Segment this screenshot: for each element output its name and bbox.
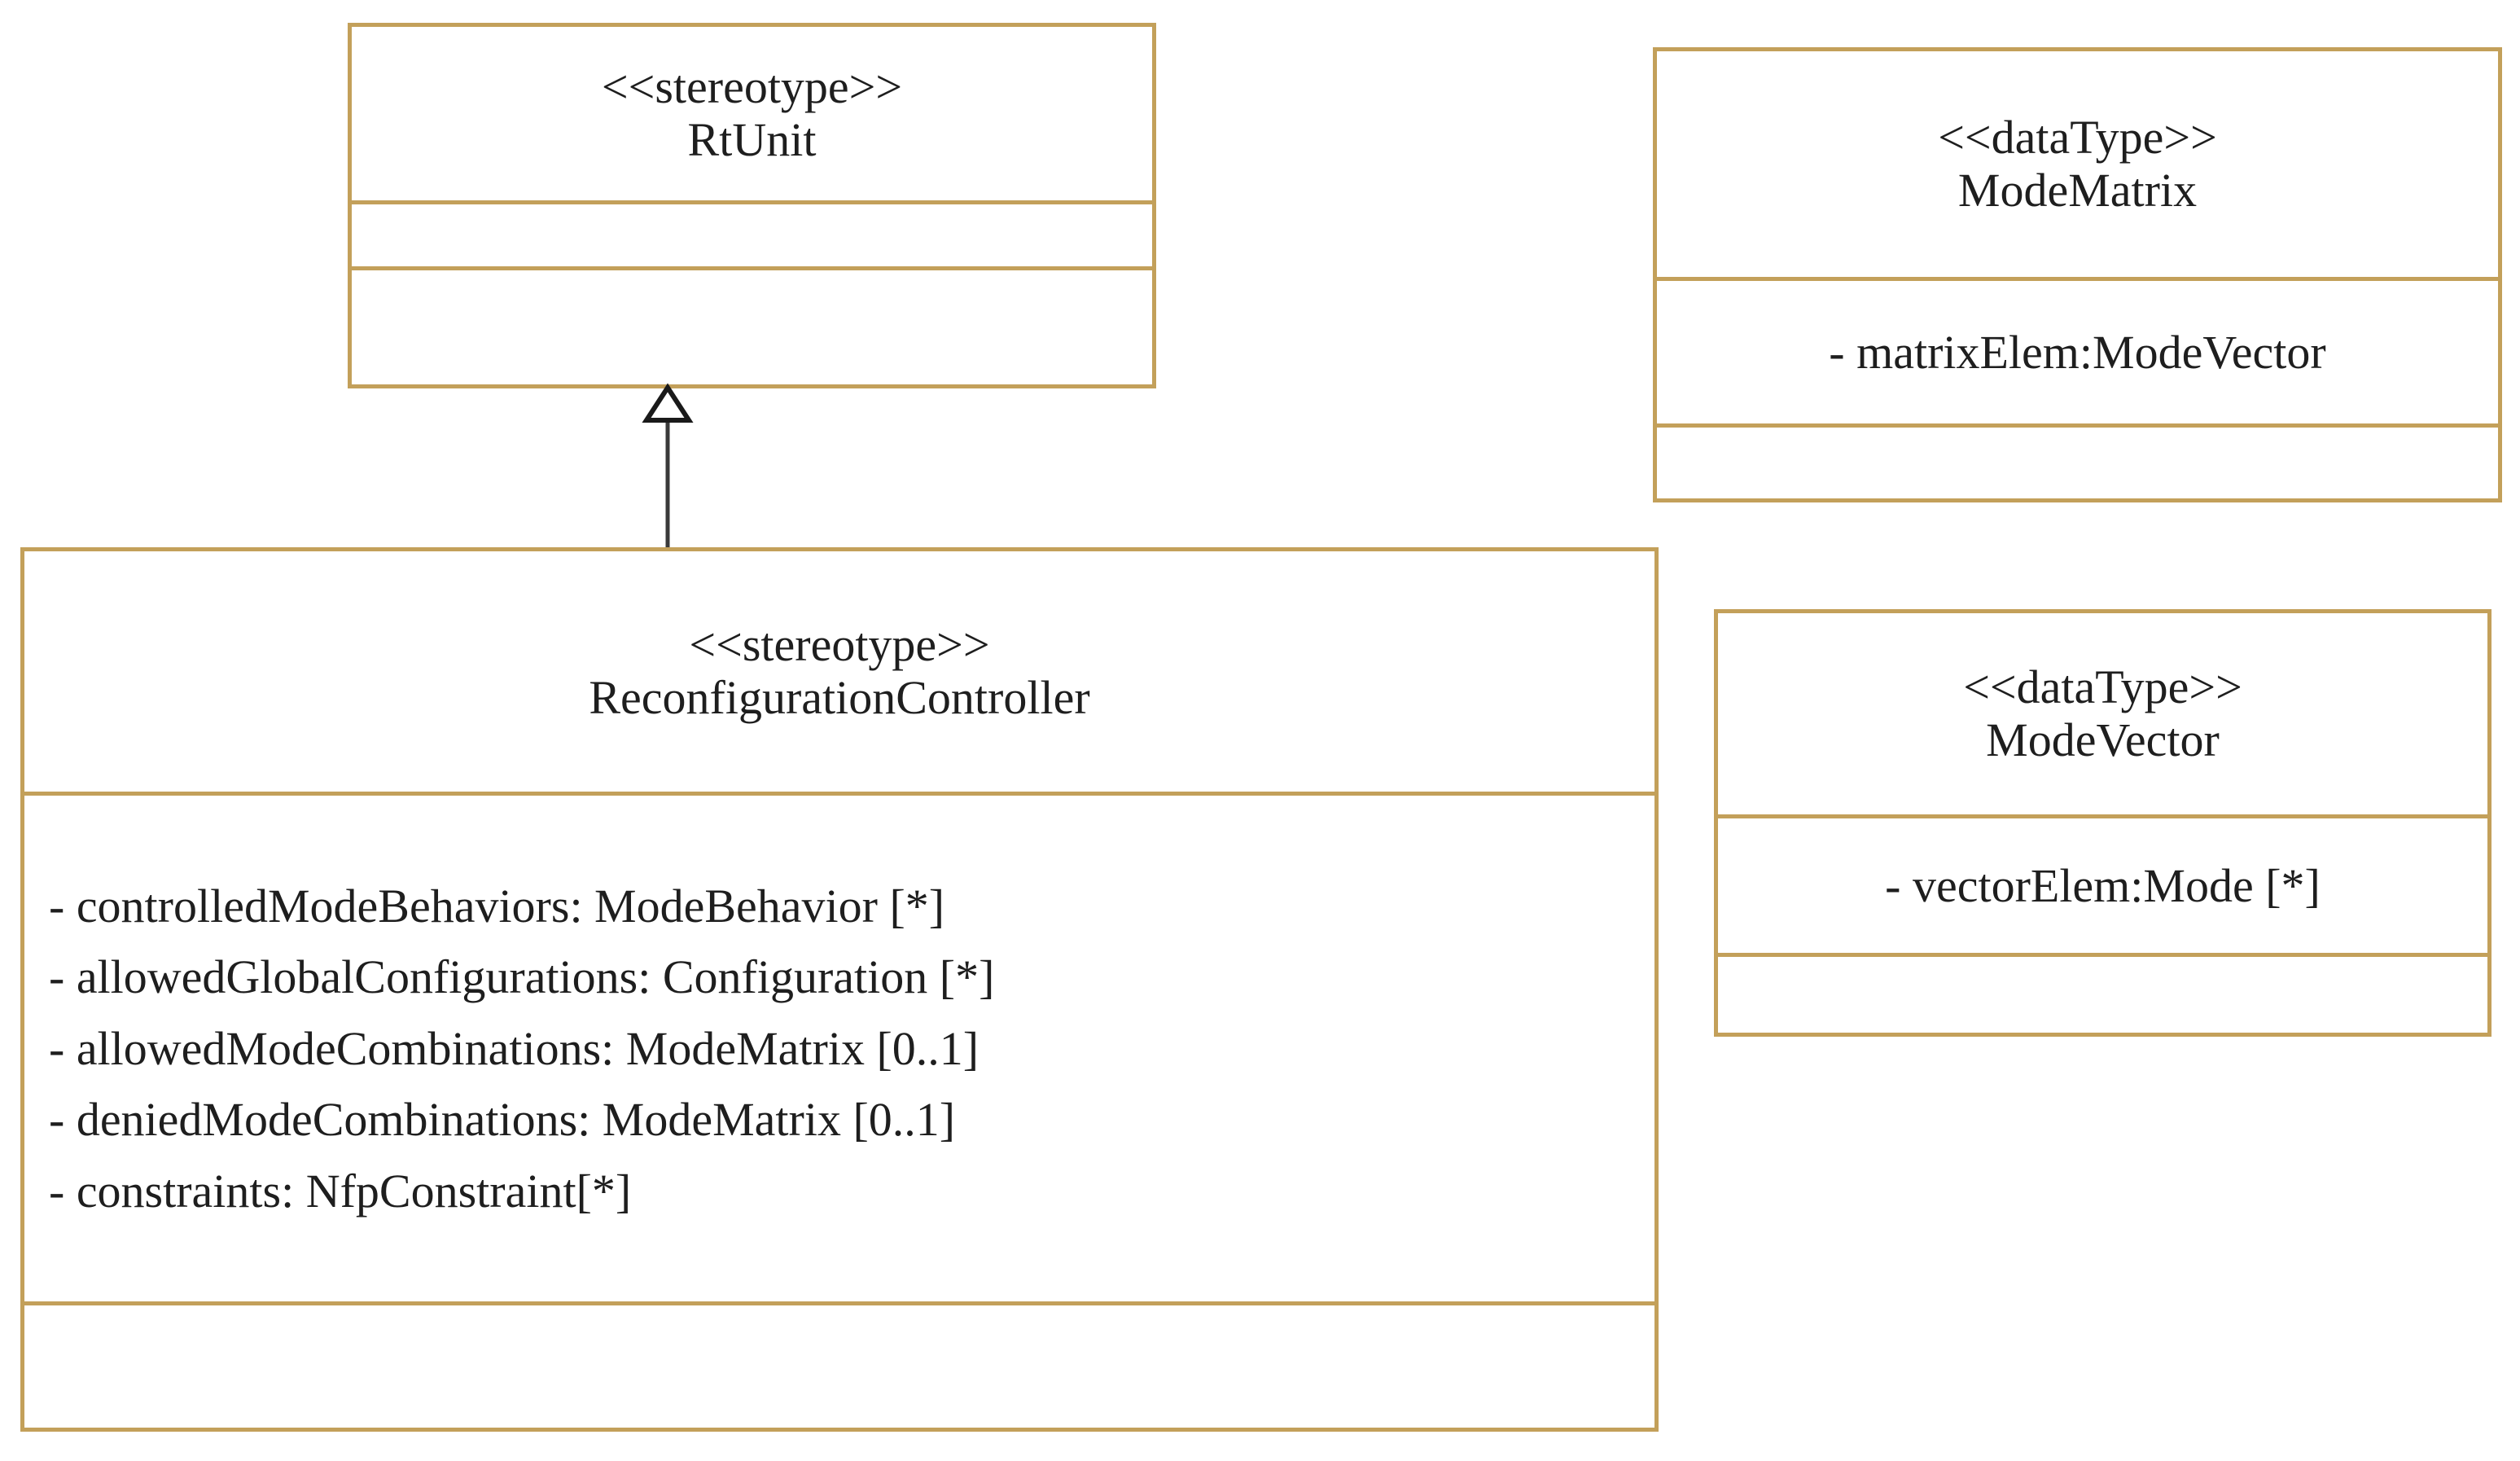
attribute-row: - allowedGlobalConfigurations: Configura…: [49, 950, 995, 1004]
uml-class-modevector[interactable]: <<dataType>> ModeVector - vectorElem:Mod…: [1714, 609, 2492, 1037]
attribute-row: - vectorElem:Mode [*]: [1885, 858, 2321, 912]
class-name-modematrix: ModeMatrix: [1957, 163, 2198, 217]
uml-class-modematrix[interactable]: <<dataType>> ModeMatrix - matrixElem:Mod…: [1653, 47, 2502, 502]
attribute-row: - constraints: NfpConstraint[*]: [49, 1164, 632, 1218]
attributes-compartment-rtunit: [352, 200, 1152, 266]
class-header-reconfigurationcontroller: <<stereotype>> ReconfigurationController: [24, 551, 1654, 792]
class-name-reconfigurationcontroller: ReconfigurationController: [589, 670, 1090, 724]
hollow-triangle-icon: [642, 383, 694, 423]
stereotype-label-rtunit: <<stereotype>>: [601, 59, 903, 113]
stereotype-label-modematrix: <<dataType>>: [1938, 110, 2217, 164]
attributes-compartment-modematrix: - matrixElem:ModeVector: [1657, 277, 2498, 423]
attribute-row: - matrixElem:ModeVector: [1829, 325, 2326, 379]
uml-class-rtunit[interactable]: <<stereotype>> RtUnit: [348, 23, 1156, 388]
attributes-compartment-modevector: - vectorElem:Mode [*]: [1718, 814, 2487, 953]
generalization-arrow-icon: [642, 383, 694, 552]
attribute-row: - deniedModeCombinations: ModeMatrix [0.…: [49, 1093, 956, 1147]
class-header-modevector: <<dataType>> ModeVector: [1718, 613, 2487, 814]
operations-compartment-modematrix: [1657, 423, 2498, 498]
uml-class-reconfigurationcontroller[interactable]: <<stereotype>> ReconfigurationController…: [20, 547, 1659, 1432]
stereotype-label-reconfigurationcontroller: <<stereotype>>: [689, 617, 990, 671]
class-name-rtunit: RtUnit: [687, 112, 817, 166]
attributes-compartment-reconfigurationcontroller: - controlledModeBehaviors: ModeBehavior …: [24, 792, 1654, 1301]
attribute-row: - controlledModeBehaviors: ModeBehavior …: [49, 880, 945, 933]
class-header-modematrix: <<dataType>> ModeMatrix: [1657, 51, 2498, 277]
operations-compartment-rtunit: [352, 266, 1152, 384]
stereotype-label-modevector: <<dataType>>: [1963, 660, 2242, 713]
class-name-modevector: ModeVector: [1986, 713, 2220, 766]
class-header-rtunit: <<stereotype>> RtUnit: [352, 27, 1152, 200]
operations-compartment-modevector: [1718, 953, 2487, 1033]
attribute-row: - allowedModeCombinations: ModeMatrix [0…: [49, 1021, 980, 1075]
operations-compartment-reconfigurationcontroller: [24, 1301, 1654, 1428]
